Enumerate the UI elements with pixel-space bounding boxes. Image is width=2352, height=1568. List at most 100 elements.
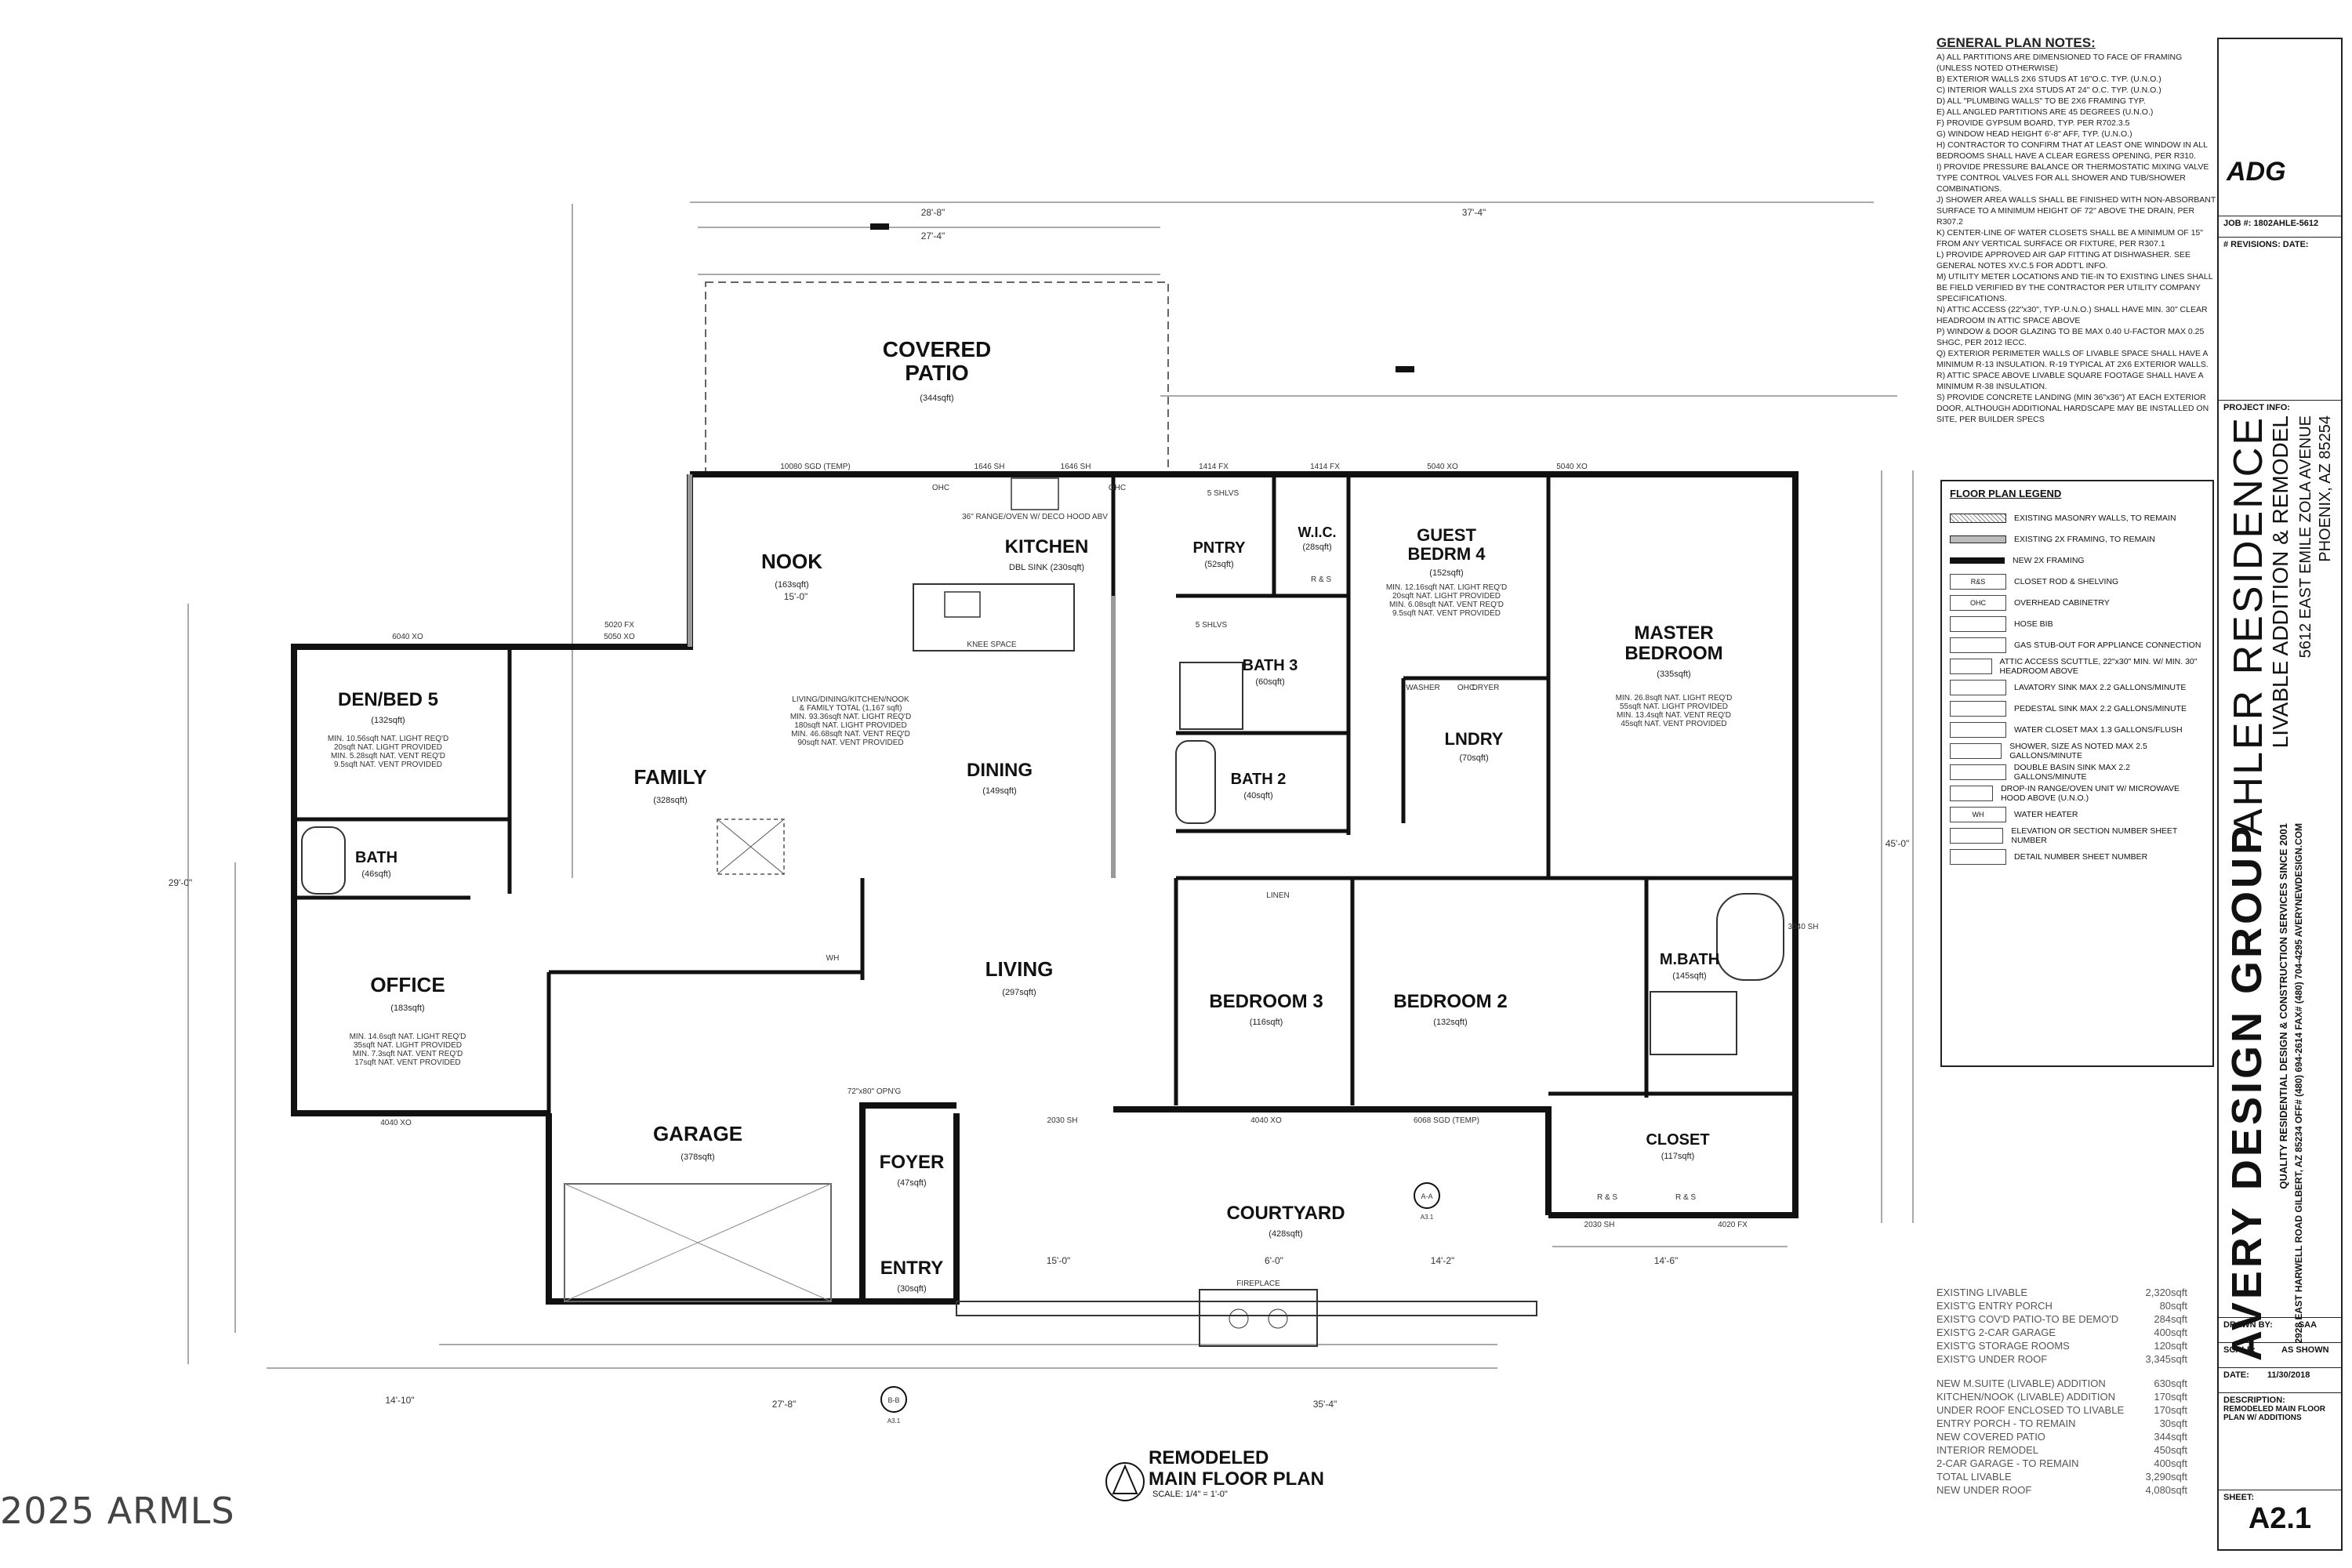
window-callout: 10080 SGD (TEMP) xyxy=(780,463,850,471)
legend-text: PEDESTAL SINK MAX 2.2 GALLONS/MINUTE xyxy=(2014,703,2187,713)
legend-row: SHOWER, SIZE AS NOTED MAX 2.5 GALLONS/MI… xyxy=(1950,740,2205,761)
room-label-m-bath: M.BATH xyxy=(1660,951,1719,968)
area-row: EXIST'G 2-CAR GARAGE 400sqft xyxy=(1936,1326,2187,1339)
area-value: 450sqft xyxy=(2154,1444,2187,1456)
fixture-label: LINEN xyxy=(1266,891,1289,900)
watermark: 2025 ARMLS xyxy=(0,1490,235,1532)
light-vent-note: MIN. 46.68sqft NAT. VENT REQ'D xyxy=(791,730,910,739)
room-label-closet: CLOSET xyxy=(1646,1131,1709,1149)
legend-text: GAS STUB-OUT FOR APPLIANCE CONNECTION xyxy=(2014,640,2201,650)
legend-symbol-icon xyxy=(1950,637,2006,653)
light-vent-note: 90sqft NAT. VENT PROVIDED xyxy=(797,739,903,747)
light-vent-note: MIN. 7.3sqft NAT. VENT REQ'D xyxy=(353,1050,463,1058)
legend-text: WATER CLOSET MAX 1.3 GALLONS/FLUSH xyxy=(2014,724,2183,735)
fixture-label: 36" RANGE/OVEN W/ DECO HOOD ABV xyxy=(962,513,1108,521)
window-callout: 5050 XO xyxy=(604,633,635,641)
light-vent-note: MIN. 12.16sqft NAT. LIGHT REQ'D xyxy=(1386,583,1507,592)
general-note-item: B) EXTERIOR WALLS 2X6 STUDS AT 16"O.C. T… xyxy=(1936,74,2161,84)
project-address-street: 5612 EAST EMILE ZOLA AVENUE xyxy=(2297,416,2314,659)
description-label: DESCRIPTION: xyxy=(2223,1396,2285,1405)
area-label: EXIST'G COV'D PATIO-TO BE DEMO'D xyxy=(1936,1313,2119,1325)
general-notes-heading: GENERAL PLAN NOTES: xyxy=(1936,35,2096,50)
legend-text: OVERHEAD CABINETRY xyxy=(2014,597,2110,608)
bath-tub-icon xyxy=(301,826,346,895)
window-callout: 2030 SH xyxy=(1584,1221,1615,1229)
window-callout: 1414 FX xyxy=(1199,463,1229,471)
window-callout: 5020 FX xyxy=(604,621,634,630)
area-label: UNDER ROOF ENCLOSED TO LIVABLE xyxy=(1936,1404,2125,1416)
room-label-nook: NOOK xyxy=(761,550,822,573)
general-note-item: Q) EXTERIOR PERIMETER WALLS OF LIVABLE S… xyxy=(1936,349,2209,369)
window-callout: 6068 SGD (TEMP) xyxy=(1414,1116,1479,1125)
legend-text: CLOSET ROD & SHELVING xyxy=(2014,576,2119,586)
legend-symbol-icon xyxy=(1950,679,2006,695)
general-note-item: F) PROVIDE GYPSUM BOARD, TYP. PER R702.3… xyxy=(1936,118,2130,128)
light-vent-note: 180sqft NAT. LIGHT PROVIDED xyxy=(794,721,907,730)
project-subtitle: LIVABLE ADDITION & REMODEL xyxy=(2268,416,2292,749)
legend-row: GAS STUB-OUT FOR APPLIANCE CONNECTION xyxy=(1950,634,2205,655)
plan-title-line-1: REMODELED xyxy=(1149,1447,1269,1468)
light-vent-note: 55sqft NAT. LIGHT PROVIDED xyxy=(1620,702,1728,711)
room-area-living: (297sqft) xyxy=(1002,988,1036,997)
fixture-label: OHC xyxy=(1109,484,1126,492)
window-callout: 1414 FX xyxy=(1310,463,1340,471)
drawn-by-label: DRAWN BY: xyxy=(2223,1320,2273,1330)
room-label-garage: GARAGE xyxy=(653,1122,742,1145)
job-number: JOB #: 1802AHLE-5612 xyxy=(2219,216,2341,230)
dimension-courtyard-b: 6'-0" xyxy=(1265,1255,1283,1266)
light-vent-note: MIN. 14.6sqft NAT. LIGHT REQ'D xyxy=(350,1033,466,1041)
room-label-bath-2: BATH 2 xyxy=(1231,771,1287,788)
window-callout: 4040 XO xyxy=(1250,1116,1282,1125)
legend-symbol-icon xyxy=(1950,513,2006,523)
room-labels: COVEREDPATIO(344sqft)NOOK(163sqft)KITCHE… xyxy=(338,337,1723,1294)
legend-row: EXISTING 2X FRAMING, TO REMAIN xyxy=(1950,528,2205,550)
fixture-label: KNEE SPACE xyxy=(967,641,1016,649)
project-name: AHLER RESIDENCE xyxy=(2226,416,2271,837)
general-note-item: H) CONTRACTOR TO CONFIRM THAT AT LEAST O… xyxy=(1936,140,2208,161)
area-value: 400sqft xyxy=(2154,1327,2187,1338)
legend-text: LAVATORY SINK MAX 2.2 GALLONS/MINUTE xyxy=(2014,682,2187,692)
firm-tagline: QUALITY RESIDENTIAL DESIGN & CONSTRUCTIO… xyxy=(2278,823,2289,1189)
area-label: NEW UNDER ROOF xyxy=(1936,1484,2032,1496)
legend-text: EXISTING MASONRY WALLS, TO REMAIN xyxy=(2014,513,2176,523)
room-area-garage: (378sqft) xyxy=(681,1152,714,1162)
room-area-kitchen: DBL SINK (230sqft) xyxy=(1009,563,1084,572)
general-note-item: P) WINDOW & DOOR GLAZING TO BE MAX 0.40 … xyxy=(1936,327,2205,347)
room-label-bedroom-3: BEDROOM 3 xyxy=(1209,991,1323,1012)
light-vent-note: 35sqft NAT. LIGHT PROVIDED xyxy=(354,1041,462,1050)
legend-list: EXISTING MASONRY WALLS, TO REMAIN EXISTIN… xyxy=(1942,507,2212,867)
area-label: NEW M.SUITE (LIVABLE) ADDITION xyxy=(1936,1377,2106,1389)
garage-door-icon xyxy=(564,1183,832,1302)
sheet-label: SHEET: xyxy=(2223,1493,2255,1502)
shower-icon xyxy=(1179,662,1243,730)
area-label: EXIST'G 2-CAR GARAGE xyxy=(1936,1327,2056,1338)
room-label-lndry: LNDRY xyxy=(1445,729,1504,749)
firm-logo: ADG xyxy=(2227,157,2286,187)
window-callout: 1646 SH xyxy=(975,463,1005,471)
area-label: ENTRY PORCH - TO REMAIN xyxy=(1936,1417,2076,1429)
firm-address: 2928 EAST HARWELL ROAD GILBERT, AZ 85234… xyxy=(2293,823,2304,1344)
window-callout: 1646 SH xyxy=(1061,463,1091,471)
drawn-by-value: SAA xyxy=(2298,1320,2318,1330)
legend-row: DROP-IN RANGE/OVEN UNIT W/ MICROWAVE HOO… xyxy=(1950,782,2205,804)
fixture-label: WASHER xyxy=(1406,684,1440,692)
fixture-label: 72"x80" OPN'G xyxy=(848,1087,902,1096)
legend-symbol-icon xyxy=(1950,848,2006,865)
attic-access-icon xyxy=(717,818,785,875)
window-callout: 3040 SH xyxy=(1788,923,1819,931)
area-value: 170sqft xyxy=(2154,1391,2187,1403)
room-area-nook: (163sqft) xyxy=(775,580,808,590)
plan-title: REMODELED MAIN FLOOR PLAN xyxy=(1149,1447,1324,1490)
bath2-tub-icon xyxy=(1175,740,1216,824)
range-icon xyxy=(1011,477,1059,510)
legend-row: DOUBLE BASIN SINK MAX 2.2 GALLONS/MINUTE xyxy=(1950,761,2205,782)
dimension-lines xyxy=(187,201,1914,1369)
general-note-item: L) PROVIDE APPROVED AIR GAP FITTING AT D… xyxy=(1936,250,2191,270)
room-label-family: FAMILY xyxy=(634,765,707,789)
legend-symbol-icon xyxy=(1950,721,2006,738)
legend-text: NEW 2X FRAMING xyxy=(2013,555,2085,565)
area-label: NEW COVERED PATIO xyxy=(1936,1431,2045,1443)
